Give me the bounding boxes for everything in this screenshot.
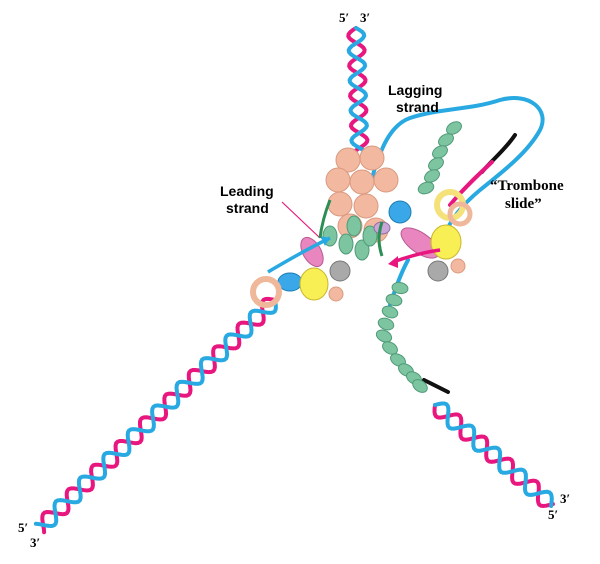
lagging-daughter-duplex-strand-a [432,403,555,509]
replisome-proteins [250,145,473,308]
lagging-strand-loop [370,96,545,237]
lagging-strand-label-line1: Lagging [388,82,442,98]
right-5-prime-label: 5′ [548,507,558,522]
green-strand-left [318,199,332,239]
helicase-subunit-6 [327,191,353,217]
tau-protein-left [277,272,303,292]
top-5-prime-label: 5′ [339,10,349,25]
leading-strand-label-line1: Leading [220,183,274,199]
theta-subunit-left [328,286,344,302]
ssb-upper-chain-1 [446,121,462,135]
ssb-lower-chain-4 [377,317,395,331]
right-3-prime-label: 3′ [560,491,570,506]
leading-polymerase [299,267,329,301]
trombone-slide-label-line1: “Trombone [490,178,564,194]
ssb-upper-chain-6 [417,181,435,195]
ssb-upper-chain-2 [438,133,454,147]
clamp-loader-subunit-2 [338,233,354,255]
lagging-polymerase [430,224,462,260]
sliding-clamp-leading [250,276,282,308]
green-strand-right [377,221,384,257]
ssb-lower-chain-6 [382,341,398,355]
trombone-slide-label-line2: slide” [505,196,542,212]
ssb-upper-chain-4 [428,157,444,171]
dna-strands [33,26,555,535]
theta-subunit-right [450,258,466,274]
lagging-daughter-duplex-strand-b [433,401,554,508]
left-5-prime-label: 5′ [18,520,28,535]
clamp-loader-subunit-5 [362,225,378,247]
helicase-subunit-5 [373,167,399,193]
helicase-subunit-4 [349,169,375,195]
epsilon-subunit-right [427,260,449,282]
helicase-subunit-2 [359,145,385,171]
ssb-lower-chain-1 [391,281,409,295]
lagging-synthesis-arrowhead [388,256,398,268]
epsilon-subunit-left [329,260,351,282]
leading-synthesis-arrowhead [320,236,330,246]
parental-duplex-strand-a [346,26,370,163]
tau-protein-right [388,200,412,224]
ssb-lower-chain-10 [412,379,428,393]
arrows [267,199,441,274]
leading-label-pointer [281,201,321,239]
parental-duplex-strand-b [346,26,370,162]
ssb-upper-chain-5 [424,169,440,183]
left-3-prime-label: 3′ [30,535,40,550]
lagging-strand-label-line2: strand [396,99,439,115]
ssb-lower-chain-3 [381,305,399,319]
sliding-clamp-lagging-lower [447,201,473,227]
top-3-prime-label: 3′ [360,10,370,25]
pink-strand-trombone [448,160,494,207]
clamp-loader-subunit-3 [354,239,370,261]
leading-strand-label-line2: strand [226,200,269,216]
helicase-subunit-7 [353,193,379,219]
ssb-lower-chain-2 [385,293,403,307]
ssb-protein-chains [375,121,462,393]
clamp-loader-subunit-4 [346,215,362,237]
helicase-subunit-3 [325,167,351,193]
leading-daughter-duplex-strand-b [33,298,278,529]
rna-primer-lower [422,378,450,394]
ssb-upper-chain-3 [432,145,448,159]
ssb-lower-chain-5 [375,329,393,343]
